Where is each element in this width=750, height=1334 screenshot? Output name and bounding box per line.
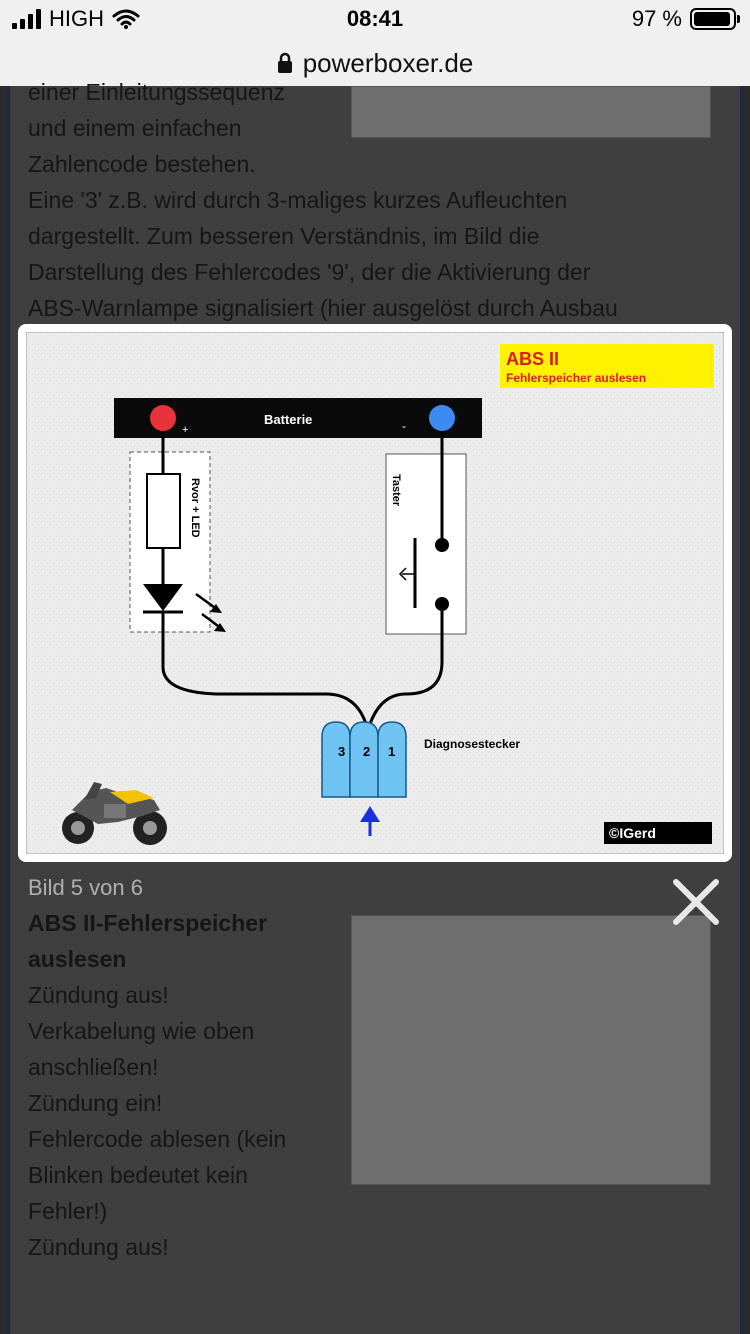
text-line: ABS-Warnlampe signalisiert (hier ausgelö… bbox=[28, 295, 618, 321]
arrow-up-icon bbox=[360, 806, 380, 836]
wire-led bbox=[161, 612, 368, 725]
switch-label: Taster bbox=[390, 474, 402, 507]
pin-2: 2 bbox=[363, 744, 370, 759]
clock: 08:41 bbox=[346, 6, 404, 31]
pin-1: 1 bbox=[388, 744, 395, 759]
text-line: dargestellt. Zum besseren Verständnis, i… bbox=[28, 223, 540, 249]
copyright-text: ©IGerd bbox=[609, 825, 656, 841]
article-text-top: einer Einleitungssequenz und einem einfa… bbox=[28, 74, 618, 326]
minus-sign: - bbox=[402, 419, 406, 433]
battery-label: Batterie bbox=[264, 412, 312, 427]
lock-icon bbox=[277, 52, 292, 73]
diagram-title: ABS II bbox=[506, 349, 559, 369]
text-line: Verkabelung wie oben bbox=[28, 1018, 255, 1044]
title-box bbox=[500, 344, 714, 388]
text-line: einer Einleitungssequenz bbox=[28, 79, 286, 105]
status-right: 97 % bbox=[631, 6, 740, 32]
text-line: Eine '3' z.B. wird durch 3-maliges kurze… bbox=[28, 187, 568, 213]
status-left: HIGH bbox=[12, 6, 140, 32]
diagnostic-connector: 3 2 1 bbox=[321, 721, 407, 798]
battery-percent: 97 % bbox=[631, 6, 682, 31]
wifi-icon bbox=[112, 9, 140, 29]
text-line: Zahlencode bestehen. bbox=[28, 151, 256, 177]
text-line: Zündung aus! bbox=[28, 1234, 169, 1260]
switch-box bbox=[385, 453, 467, 635]
lightbox: ABS II Fehlerspeicher auslesen Batterie … bbox=[18, 324, 732, 862]
battery-icon bbox=[690, 8, 740, 30]
address-bar[interactable]: powerboxer.de bbox=[0, 40, 750, 86]
close-icon bbox=[673, 879, 719, 925]
text-line: Fehler!) bbox=[28, 1198, 108, 1224]
wire-switch bbox=[368, 611, 444, 725]
signal-icon bbox=[12, 9, 41, 29]
motorcycle-icon bbox=[62, 782, 167, 845]
text-line: anschließen! bbox=[28, 1054, 159, 1080]
negative-terminal bbox=[429, 405, 455, 431]
text-line: Zündung ein! bbox=[28, 1090, 163, 1116]
led-diode bbox=[143, 584, 183, 611]
thumbnail-top[interactable] bbox=[351, 86, 711, 138]
text-line: und einem einfachen bbox=[28, 115, 242, 141]
plus-sign: + bbox=[182, 424, 188, 436]
close-button[interactable] bbox=[668, 874, 724, 930]
connector-label: Diagnosestecker bbox=[424, 737, 520, 751]
text-line: Zündung aus! bbox=[28, 982, 169, 1008]
pushbutton-symbol bbox=[398, 567, 415, 581]
status-bar: HIGH 08:41 97 % bbox=[0, 0, 750, 40]
pin-3: 3 bbox=[338, 744, 345, 759]
url-text: powerboxer.de bbox=[302, 47, 474, 78]
carrier-label: HIGH bbox=[49, 6, 104, 31]
text-line: Blinken bedeutet kein bbox=[28, 1162, 248, 1188]
copyright-badge bbox=[604, 822, 712, 844]
resistor-label: Rvor + LED bbox=[189, 478, 201, 538]
section-heading: ABS II-Fehlerspeicher bbox=[28, 910, 268, 936]
thumbnail-diagram[interactable] bbox=[351, 915, 711, 1185]
wiring-diagram: ABS II Fehlerspeicher auslesen Batterie … bbox=[26, 332, 724, 854]
text-line: Darstellung des Fehlercodes '9', der die… bbox=[28, 259, 591, 285]
resistor bbox=[146, 473, 181, 549]
diagram-subtitle: Fehlerspeicher auslesen bbox=[506, 371, 646, 385]
led-light-arrows-icon bbox=[195, 592, 226, 632]
article-text-bottom: ABS II-Fehlerspeicher auslesen Zündung a… bbox=[28, 905, 286, 1265]
lightbox-caption: Bild 5 von 6 bbox=[28, 875, 143, 900]
text-line: Fehlercode ablesen (kein bbox=[28, 1126, 287, 1152]
positive-terminal bbox=[150, 405, 176, 431]
section-heading-cont: auslesen bbox=[28, 946, 127, 972]
